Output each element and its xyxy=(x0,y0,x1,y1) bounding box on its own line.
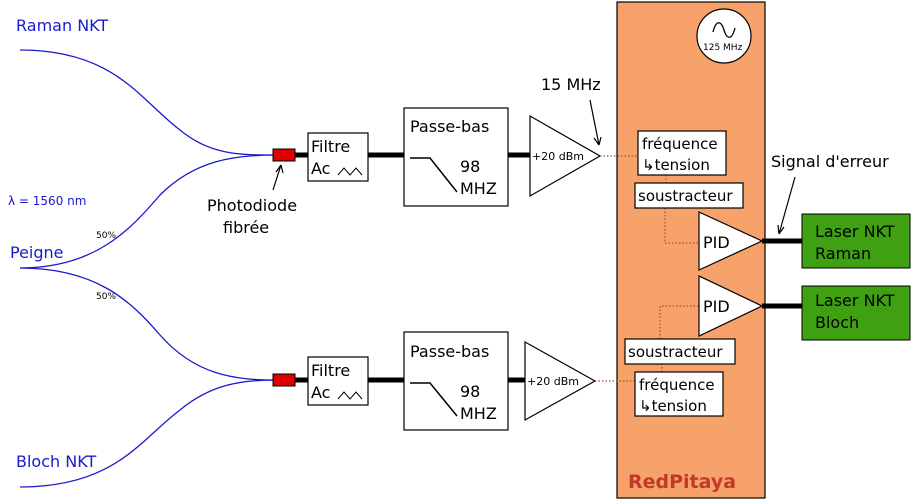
soustracteur-bot-label: soustracteur xyxy=(628,343,723,361)
arrow-signal-erreur-head xyxy=(777,224,785,235)
pid-top xyxy=(698,211,764,271)
amp-top-gain: +20 dBm xyxy=(532,150,584,163)
passebas-top-title: Passe-bas xyxy=(410,117,489,136)
amp-bot xyxy=(524,340,597,422)
passebas-top-lowpass-icon xyxy=(410,157,458,193)
freq-tension-bot-box xyxy=(634,371,724,417)
label-split-bottom: 50% xyxy=(96,292,116,302)
clock-sine-icon xyxy=(712,22,736,38)
photodiode-label-1: Photodiode xyxy=(207,196,297,215)
clock-circle xyxy=(696,8,752,64)
laser-raman-box xyxy=(801,213,911,269)
photodiode-arrow xyxy=(272,164,282,191)
photodiode-arrowhead xyxy=(275,164,284,174)
filtre-top-box xyxy=(307,132,369,182)
laser-raman-label-1: Laser NKT xyxy=(815,222,895,241)
label-signal-erreur: Signal d'erreur xyxy=(771,152,889,171)
freq-tension-top-2: ↳tension xyxy=(642,156,710,174)
passebas-bot-val-2: MHZ xyxy=(460,404,497,423)
dotted-top-soustr-to-pid xyxy=(664,208,699,244)
arrow-signal-erreur xyxy=(778,176,796,235)
passebas-bot-lowpass-icon xyxy=(410,382,458,417)
fiber-raman xyxy=(19,49,276,156)
photodiode-label-2: fibrée xyxy=(223,218,269,237)
label-split-top: 50% xyxy=(96,231,116,241)
fiber-bloch xyxy=(19,379,276,488)
pid-bot xyxy=(698,275,764,337)
amp-top xyxy=(529,114,602,198)
amp-bot-gain: +20 dBm xyxy=(527,375,579,388)
filtre-bot-label-1: Filtre xyxy=(311,361,350,380)
laser-raman-label-2: Raman xyxy=(815,244,871,263)
label-bloch-nkt: Bloch NKT xyxy=(16,452,96,471)
label-lambda: λ = 1560 nm xyxy=(8,194,86,208)
laser-bloch-box xyxy=(801,285,911,341)
passebas-bot-val-1: 98 xyxy=(460,382,480,401)
soustracteur-bot-box xyxy=(624,338,736,365)
filtre-top-label-2: Ac xyxy=(311,159,330,178)
soustracteur-top-label: soustracteur xyxy=(638,187,733,205)
pid-bot-label: PID xyxy=(703,297,730,316)
label-peigne: Peigne xyxy=(10,243,64,262)
filtre-top-sine-icon xyxy=(337,167,363,176)
laser-bloch-label-1: Laser NKT xyxy=(815,291,895,310)
freq-tension-top-1: fréquence xyxy=(642,135,718,153)
photodiode-top xyxy=(272,148,296,162)
photodiode-bottom xyxy=(272,373,296,387)
passebas-top-val-2: MHZ xyxy=(460,179,497,198)
clock-label: 125 MHz xyxy=(703,43,743,53)
passebas-top-val-1: 98 xyxy=(460,157,480,176)
freq-tension-top-box xyxy=(637,130,727,176)
pid-top-label: PID xyxy=(703,233,730,252)
freq-tension-bot-2: ↳tension xyxy=(639,397,707,415)
redpitaya-label: RedPitaya xyxy=(628,471,736,493)
arrow-15mhz xyxy=(589,99,600,146)
filtre-bot-label-2: Ac xyxy=(311,383,330,402)
filtre-bot-sine-icon xyxy=(337,391,363,400)
laser-bloch-label-2: Bloch xyxy=(815,313,859,332)
label-15mhz: 15 MHz xyxy=(541,75,601,94)
dotted-bot-soustr-to-pid xyxy=(659,305,699,339)
passebas-top-box xyxy=(403,107,509,207)
soustracteur-top-box xyxy=(634,182,744,209)
arrow-15mhz-head xyxy=(593,136,602,146)
freq-tension-bot-1: fréquence xyxy=(639,376,715,394)
fiber-peigne-top xyxy=(19,154,276,269)
label-raman-nkt: Raman NKT xyxy=(16,16,108,35)
passebas-bot-title: Passe-bas xyxy=(410,342,489,361)
filtre-bot-box xyxy=(307,356,369,406)
fiber-peigne-bottom xyxy=(19,267,276,381)
filtre-top-label-1: Filtre xyxy=(311,137,350,156)
